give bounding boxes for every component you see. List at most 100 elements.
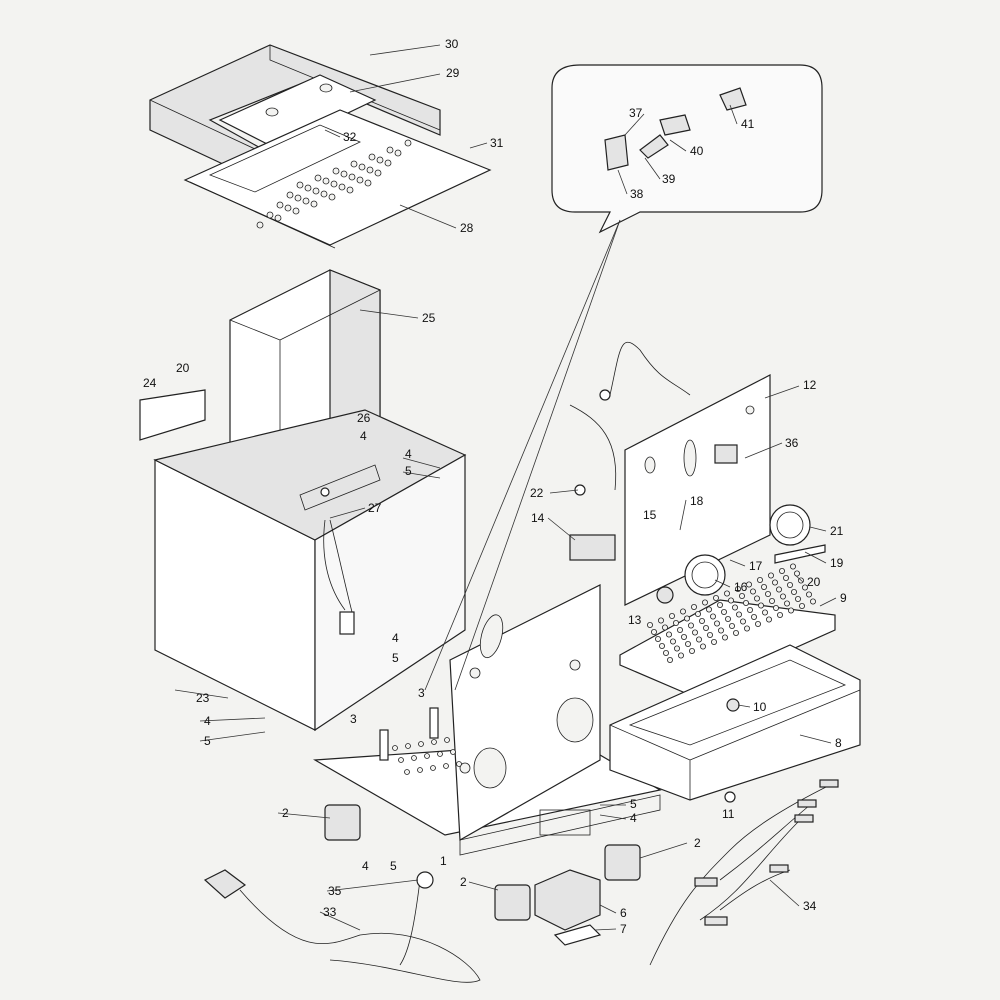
base-hole <box>411 755 417 761</box>
leader-line <box>199 717 266 722</box>
part-number-labels: 30 29 32 31 28 25 20 24 26 4 4 5 27 4 5 … <box>143 37 847 936</box>
grid-hole <box>673 620 680 627</box>
base-hole <box>417 767 423 773</box>
lid-hole <box>266 211 274 219</box>
label-4-base: 4 <box>362 859 369 873</box>
label-10: 10 <box>753 700 767 714</box>
label-5-base: 5 <box>390 859 397 873</box>
leader-line <box>469 142 488 149</box>
grid-hole <box>724 590 731 597</box>
leader-line <box>744 442 783 459</box>
label-18: 18 <box>690 494 704 508</box>
grid-hole <box>762 609 769 616</box>
grid-hole <box>735 586 742 593</box>
base-hole <box>444 737 450 743</box>
grid-hole <box>728 597 735 604</box>
grid-hole <box>757 577 764 584</box>
part-12-back-panel <box>624 374 771 606</box>
part-1-chassis <box>312 584 662 856</box>
grid-hole <box>791 589 798 596</box>
lid-hole <box>340 170 348 178</box>
lid-hole <box>312 187 320 195</box>
lid-hole <box>294 194 302 202</box>
part-21-gauge <box>769 504 811 546</box>
label-36: 36 <box>785 436 799 450</box>
lid-hole <box>286 191 294 199</box>
grid-hole <box>703 625 710 632</box>
grid-hole <box>685 641 692 648</box>
label-28: 28 <box>460 221 474 235</box>
label-15: 15 <box>643 508 657 522</box>
lid-hole <box>350 160 358 168</box>
lid-hole <box>386 146 394 154</box>
leader-line <box>329 507 366 519</box>
grid-hole <box>717 602 724 609</box>
part-10-float <box>726 698 740 712</box>
leader-line <box>369 44 441 56</box>
grid-hole <box>784 600 791 607</box>
grid-hole <box>662 624 669 631</box>
lid-hole <box>304 184 312 192</box>
grid-hole <box>659 643 666 650</box>
lid-hole <box>322 177 330 185</box>
grid-hole <box>700 643 707 650</box>
grid-hole <box>739 593 746 600</box>
label-20-left: 20 <box>176 361 190 375</box>
label-29: 29 <box>446 66 460 80</box>
grid-hole <box>696 636 703 643</box>
grid-hole <box>766 616 773 623</box>
lid-hole <box>296 181 304 189</box>
grid-hole <box>736 611 743 618</box>
base-hole <box>404 769 410 775</box>
grid-hole <box>810 598 817 605</box>
label-7: 7 <box>620 922 627 936</box>
grid-hole <box>777 612 784 619</box>
grid-hole <box>681 634 688 641</box>
grid-hole <box>794 570 801 577</box>
leader-line <box>468 881 499 891</box>
grid-hole <box>713 595 720 602</box>
label-5-mid: 5 <box>392 651 399 665</box>
lid-hole <box>338 183 346 191</box>
lid-hole <box>404 139 412 147</box>
leader-line <box>599 904 617 914</box>
label-37: 37 <box>629 106 643 120</box>
grid-hole <box>765 591 772 598</box>
label-20-right: 20 <box>807 575 821 589</box>
grid-hole <box>658 617 665 624</box>
part-28-perforated-lid <box>183 109 492 249</box>
label-21: 21 <box>830 524 844 538</box>
label-26: 26 <box>357 411 371 425</box>
grid-hole <box>729 623 736 630</box>
part-33-power-cord <box>203 869 481 983</box>
label-27: 27 <box>368 501 382 515</box>
grid-hole <box>788 607 795 614</box>
grid-hole <box>806 591 813 598</box>
label-2-right: 2 <box>694 836 701 850</box>
part-2-feet <box>324 804 641 921</box>
base-hole <box>424 753 430 759</box>
lid-hole <box>314 174 322 182</box>
lid-hole <box>256 221 264 229</box>
label-32: 32 <box>343 130 357 144</box>
label-12: 12 <box>803 378 817 392</box>
label-4-mid: 4 <box>392 631 399 645</box>
lid-hole <box>284 204 292 212</box>
grid-hole <box>743 600 750 607</box>
grid-hole <box>754 595 761 602</box>
leader-lines <box>174 44 837 931</box>
label-6: 6 <box>620 906 627 920</box>
leader-line <box>679 499 687 531</box>
leader-line <box>809 526 827 532</box>
label-5-chassis: 5 <box>630 797 637 811</box>
leader-line <box>737 704 751 708</box>
grid-hole <box>732 604 739 611</box>
grid-hole <box>667 657 674 664</box>
label-25: 25 <box>422 311 436 325</box>
grid-hole <box>695 611 702 618</box>
part-24-side-plate <box>139 389 206 441</box>
lid-hole <box>366 166 374 174</box>
grid-hole <box>678 652 685 659</box>
label-3-upper: 3 <box>418 686 425 700</box>
grid-hole <box>691 604 698 611</box>
